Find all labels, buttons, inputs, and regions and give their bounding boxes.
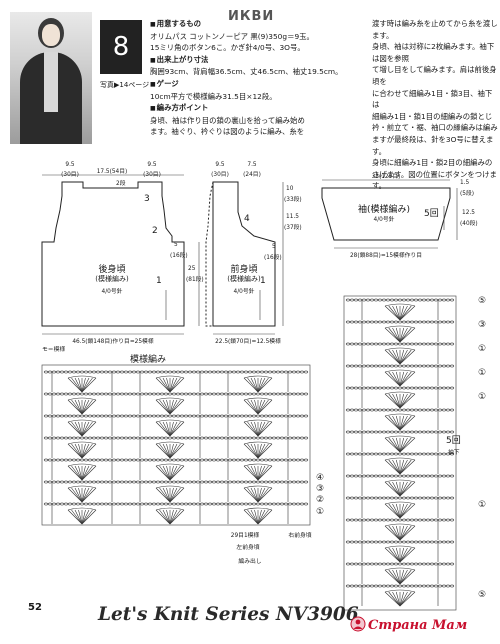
chart-sleeve-tag: 5回 [446, 436, 461, 446]
front-armhole-rows: (16段) [264, 255, 282, 261]
front-needle: 4/0号針 [233, 289, 255, 295]
back-top-right-sts: (30目) [143, 172, 161, 178]
instruction-column-right: 渡す時は編み糸を止めてから糸を渡します。 身頃、袖は対称に2枚編みます。袖下は図… [372, 18, 498, 192]
back-neck-rows: 2段 [116, 181, 126, 187]
row-marker-5: ⑤ [478, 590, 487, 600]
sleeve-side-d: (40段) [460, 221, 478, 227]
back-name: 後身頃 [98, 265, 126, 275]
front-top-right: 7.5 [247, 162, 257, 168]
instruction-line: さげます。図の位置にボタンをつけます。 [372, 169, 497, 191]
photo-caption: 写真▶14ページ [100, 81, 150, 89]
instruction-line: 身頃、袖は対称に2枚編みます。袖下は図を参照 [372, 42, 495, 63]
gauge-line: 10cm平方で模様編み31.5目×12段。 [150, 91, 277, 101]
row-marker-2: ② [316, 495, 325, 505]
chart-sleeve-under: 袖下 [448, 450, 460, 456]
back-body-h: 25 [188, 266, 196, 272]
front-armhole-h: 5 [272, 244, 276, 250]
back-stitch: (模様編み) [95, 275, 129, 283]
size-heading: 出来上がり寸法 [150, 54, 368, 67]
front-top-right-sts: (24目) [243, 172, 261, 178]
front-top-left: 9.5 [215, 162, 225, 168]
back-top-mid: 17.5(54目) [96, 169, 128, 175]
front-bottom: 22.5(鎖70目)=12.5模様 [215, 339, 281, 345]
instruction-line: ますが最終段は、針を3O号に替えます。 [372, 134, 494, 156]
watermark: Страна Мам [368, 618, 468, 633]
row-marker-1: ① [316, 507, 325, 517]
back-top-right: 9.5 [147, 162, 157, 168]
page-number: 52 [28, 602, 42, 613]
chart-left-front: 左前身頃 [236, 545, 260, 551]
instruction-line: に合わせて細編み1目・鎖3目、袖下は [372, 88, 493, 110]
back-top-left: 9.5 [65, 162, 75, 168]
row-marker-1: ① [478, 368, 487, 378]
front-top-left-sts: (30目) [211, 172, 229, 178]
row-marker-4: ④ [316, 473, 325, 483]
instruction-column-left: 用意するもの オリムパス コットンノーピア 黒(9)350g＝9玉。 15ミリ角… [150, 18, 368, 138]
instruction-line: 衿・前立て・裾、袖口の縁編みは編み [372, 123, 498, 133]
chart-right-front: 右前身頃 [288, 533, 312, 539]
back-body-rows: (81段) [186, 277, 204, 283]
back-bottom: 46.5(鎖148目)作り目=25模様 [72, 339, 154, 345]
front-h2-rows: (37段) [284, 225, 302, 231]
gauge-heading: ゲージ [150, 78, 368, 91]
points-heading: 編み方ポイント [150, 102, 368, 115]
back-needle: 4/0号針 [101, 289, 123, 295]
chart-start: 編み出し [238, 559, 262, 565]
row-marker-1: ① [478, 500, 487, 510]
back-armhole-rows: (16段) [170, 253, 188, 259]
materials-line: 15ミリ角のボタン6こ。かぎ針4/0号、3O号。 [150, 43, 305, 53]
instruction-line: 細編み1目・鎖1目の細編みの鎖とじ [372, 111, 493, 121]
watermark-logo-icon [350, 616, 366, 632]
front-h1-rows: (33段) [284, 197, 302, 203]
front-h2: 11.5 [286, 214, 299, 220]
front-h1: 10 [286, 186, 294, 192]
chart-repeat: 29目1模様 [230, 533, 260, 539]
sleeve-bottom: 28(鎖88目)=15模様作り目 [349, 253, 423, 259]
front-stitch: (模様編み) [227, 275, 261, 283]
chart-title: 模様編み [130, 355, 167, 365]
row-marker-3: ③ [316, 484, 325, 494]
back-armhole-h: 5 [174, 242, 178, 248]
row-marker-3: ③ [478, 320, 487, 330]
size-line: 胸囲93cm、背肩幅36.5cm、丈46.5cm、袖丈19.5cm。 [150, 67, 343, 77]
sleeve-top: 38(120目) [371, 174, 401, 180]
front-inc-4: 4 [244, 214, 250, 224]
front-name: 前身頃 [230, 265, 258, 275]
instruction-line: 身頃に細編み1目・鎖2目の細編みの [372, 158, 493, 168]
series-title: Let's Knit Series NV3906 [98, 604, 359, 625]
row-marker-1: ① [478, 392, 487, 402]
sleeve-name: 袖(模様編み) [357, 205, 411, 215]
back-inc-3: 3 [144, 194, 150, 204]
legend-mo: モ＝模様 [42, 347, 66, 353]
sleeve-side-b: (5段) [460, 191, 475, 197]
model-photo [10, 12, 92, 144]
sleeve-needle: 4/0号針 [373, 217, 395, 223]
back-top-left-sts: (30目) [61, 172, 79, 178]
row-marker-5: ⑤ [478, 296, 487, 306]
row-marker-1: ① [478, 344, 487, 354]
points-line: 身頃、袖は作り目の鎖の裏山を拾って編み始め [150, 115, 305, 125]
sleeve-side-c: 12.5 [462, 210, 475, 216]
materials-line: オリムパス コットンノーピア 黒(9)350g＝9玉。 [150, 31, 314, 41]
materials-heading: 用意するもの [150, 18, 368, 31]
front-inc-1: 1 [260, 276, 266, 286]
back-inc-2: 2 [152, 226, 158, 236]
sleeve-side-a: 1.5 [460, 180, 470, 186]
sleeve-tag: 5回 [424, 209, 439, 219]
pattern-number: 8 [100, 20, 142, 74]
back-inc-1: 1 [156, 276, 162, 286]
instruction-line: 渡す時は編み糸を止めてから糸を渡します。 [372, 19, 498, 40]
instruction-line: て増し目をして編みます。肩は前後身頃を [372, 65, 497, 86]
points-line: ます。袖ぐり、衿ぐりは図のように編み、糸を [150, 127, 305, 137]
